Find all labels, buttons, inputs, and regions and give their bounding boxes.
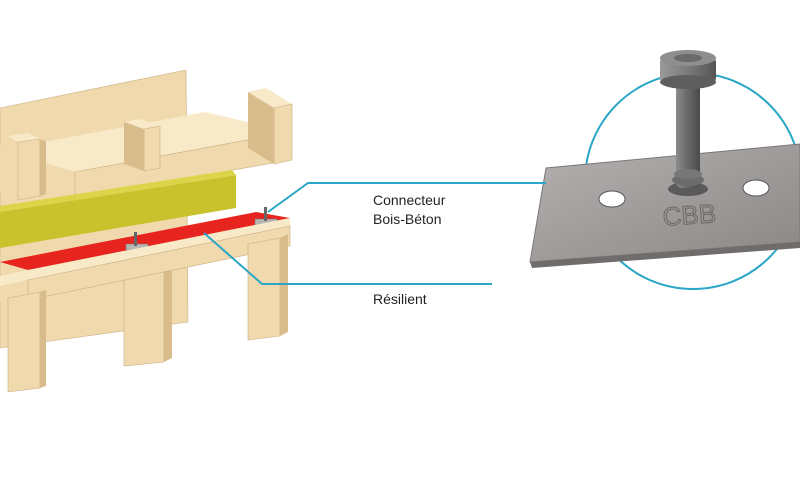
connector-label: Connecteur Bois-Béton xyxy=(373,191,445,229)
plate-hole-left xyxy=(598,190,626,208)
plate-marking: CBB xyxy=(662,198,717,232)
timber-assembly xyxy=(0,69,293,393)
connector-label-line1: Connecteur xyxy=(373,192,446,208)
connector-zoom-view: CBB xyxy=(529,50,800,290)
resilient-label: Résilient xyxy=(373,291,427,307)
resilient-leader-line xyxy=(203,232,492,285)
connector-label-line2: Bois-Béton xyxy=(373,211,442,227)
connector-leader-line xyxy=(267,182,546,213)
connector-bolt xyxy=(660,50,716,196)
plate-hole-right xyxy=(742,179,770,197)
connector-plate: CBB xyxy=(529,143,800,268)
